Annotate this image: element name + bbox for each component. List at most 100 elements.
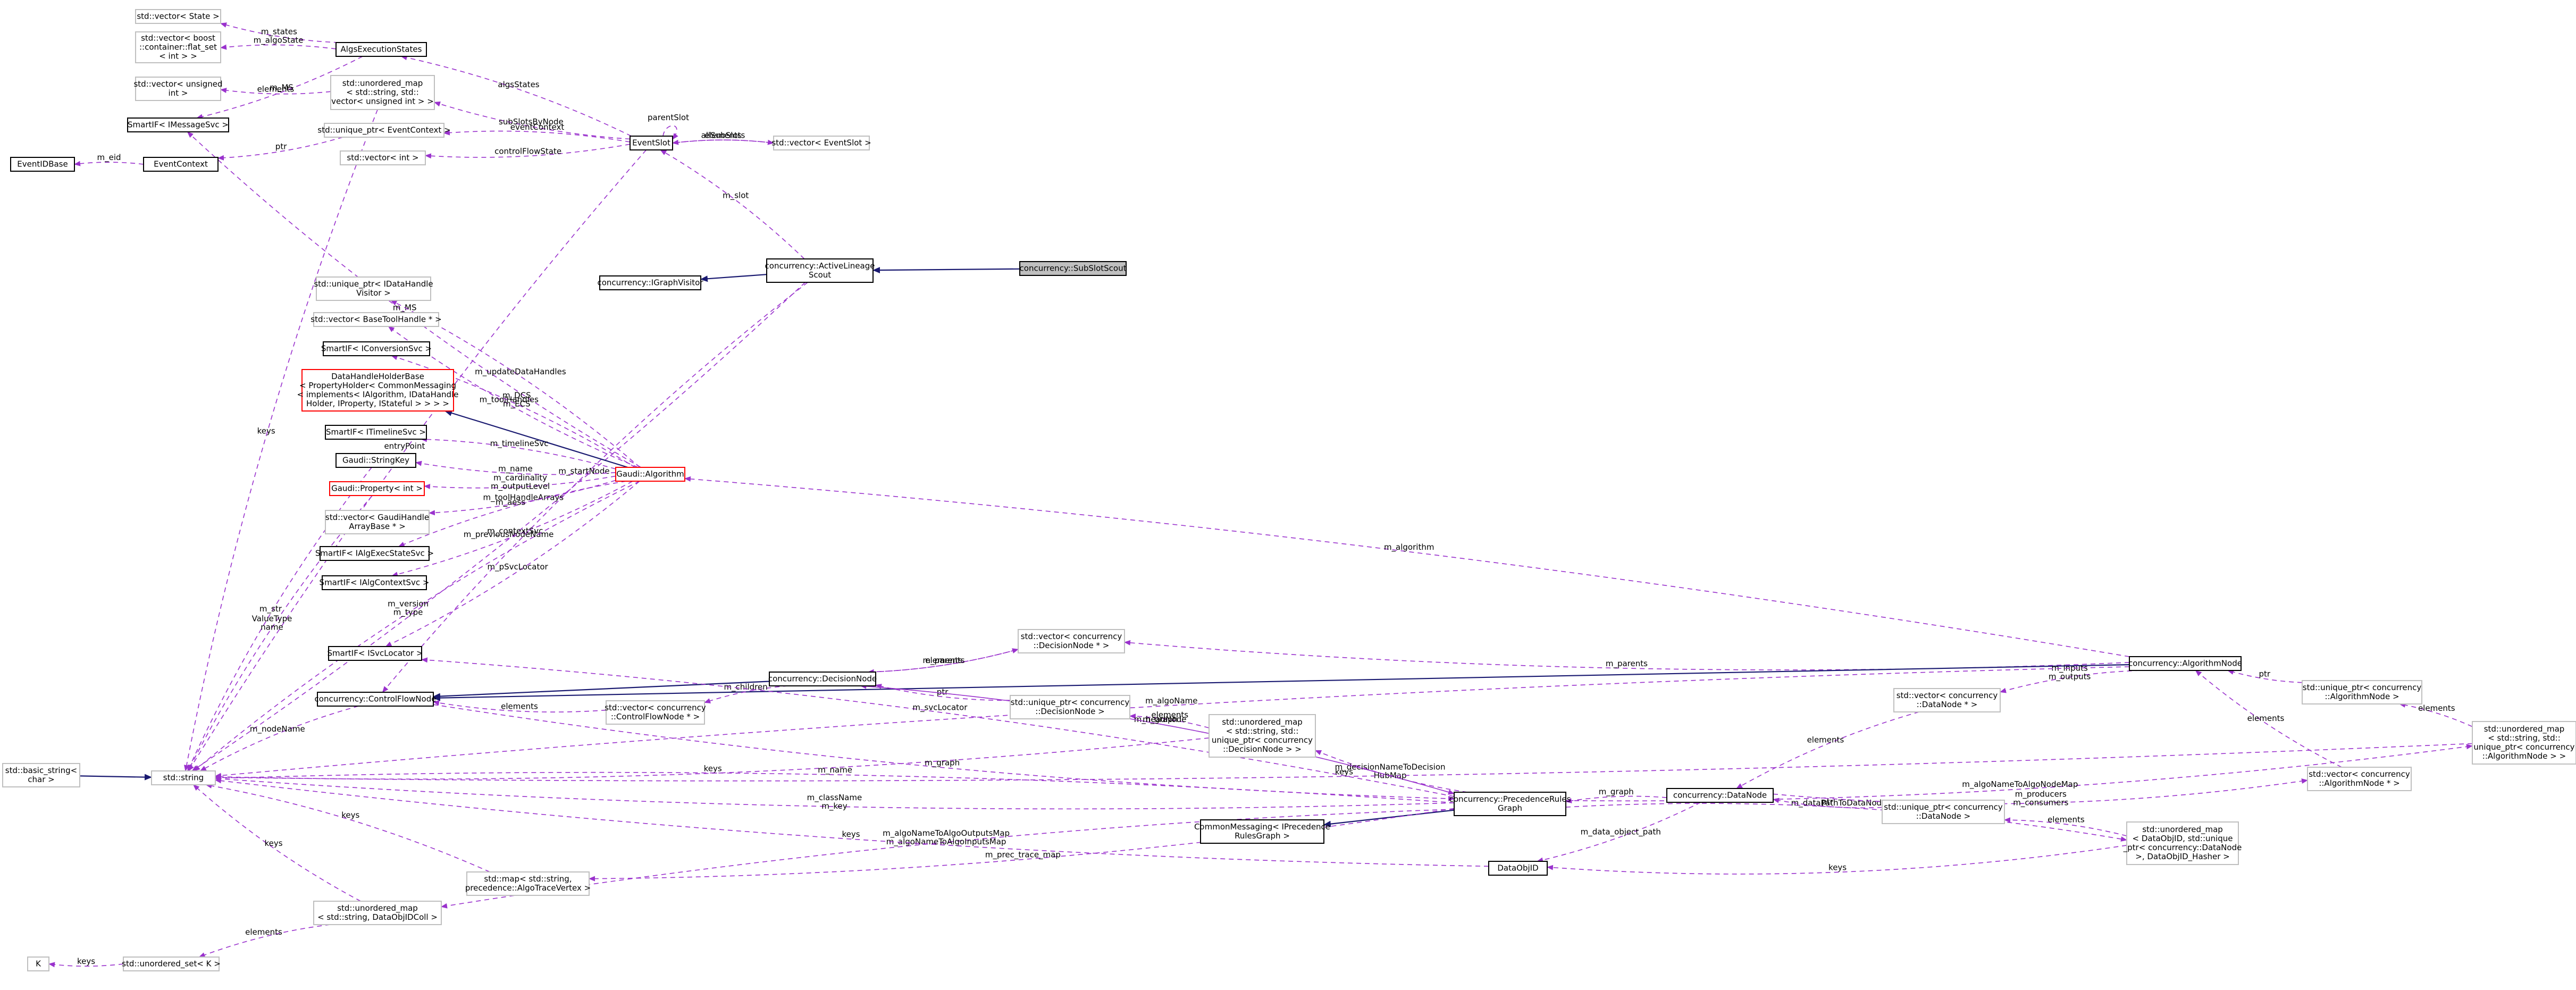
nodes-layer: std::vector< State >std::vector< boost::… — [2, 9, 2576, 971]
edge-gaudi-alg-to-vec-gdha: m_toolHandleArrays — [429, 480, 616, 516]
node-box — [313, 901, 442, 925]
edge-gaudi-alg-to-sp-svcloc: m_pSvcLocator — [385, 481, 640, 647]
edge-ale-scout-to-igraphvisitor — [700, 274, 767, 282]
usage-arrow — [2000, 670, 2141, 693]
class-node-subslot-scout[interactable]: concurrency::SubSlotScout — [1019, 261, 1127, 276]
class-node-stdstring[interactable]: std::string — [151, 770, 216, 785]
class-node-umap-dataobj[interactable]: std::unordered_map< std::string, DataObj… — [313, 901, 442, 925]
class-node-stringkey[interactable]: Gaudi::StringKey — [335, 453, 416, 468]
node-label-line: EventContext — [154, 160, 208, 169]
usage-arrow — [48, 962, 124, 968]
class-node-cfnode[interactable]: concurrency::ControlFlowNode — [315, 692, 437, 707]
class-node-sp-conv[interactable]: SmartIF< IConversionSvc > — [321, 341, 432, 356]
class-node-uptr-decn[interactable]: std::unique_ptr< concurrency::DecisionNo… — [1010, 695, 1130, 719]
edge-label: ptr — [1822, 797, 1833, 807]
class-node-umap-slots[interactable]: std::unordered_map< std::string, std::ve… — [330, 75, 435, 110]
node-label-line: Gaudi::Property< int > — [331, 484, 423, 493]
class-node-vec-tool[interactable]: std::vector< BaseToolHandle * > — [311, 312, 442, 327]
class-node-uset-k[interactable]: std::unordered_set< K > — [122, 957, 221, 971]
edge-label: elements — [257, 85, 295, 94]
class-node-umap-datan[interactable]: std::unordered_map< DataObjID, std::uniq… — [2123, 821, 2242, 865]
node-label-line: SmartIF< IAlgContextSvc > — [320, 578, 430, 588]
node-box — [330, 75, 435, 110]
class-node-vec-cfn[interactable]: std::vector< concurrency::ControlFlowNod… — [605, 700, 706, 725]
edge-label: m_algorithm — [1384, 542, 1434, 552]
class-node-map-trace[interactable]: std::map< std::string,precedence::AlgoTr… — [465, 871, 591, 896]
class-node-evctx[interactable]: EventContext — [143, 157, 219, 172]
class-node-algexec[interactable]: AlgsExecutionStates — [335, 42, 427, 57]
class-node-sp-timeline[interactable]: SmartIF< ITimelineSvc > — [325, 425, 427, 440]
edge-label: m_prec_trace_map — [985, 850, 1061, 860]
edge-label: keys — [341, 810, 359, 820]
class-node-gaudi-alg[interactable]: Gaudi::Algorithm — [615, 467, 685, 482]
usage-arrow — [215, 743, 2473, 782]
node-box — [325, 510, 430, 534]
class-node-dhholder[interactable]: DataHandleHolderBase< PropertyHolder< Co… — [297, 369, 459, 412]
node-label-line: _ptr< concurrency::DataNode — [2123, 843, 2242, 853]
usage-arrow — [684, 476, 2130, 657]
usage-arrow — [196, 56, 363, 120]
edge-vec-cfn-to-cfnode: elements — [433, 700, 607, 712]
class-node-uptr-ctx[interactable]: std::unique_ptr< EventContext > — [317, 123, 451, 138]
class-node-umap-decn[interactable]: std::unordered_map< std::string, std::un… — [1209, 714, 1316, 758]
edge-umap-algn-to-uptr-algn: elements — [2399, 702, 2473, 727]
class-node-vec-evslot[interactable]: std::vector< EventSlot > — [771, 136, 871, 150]
class-node-sp-svcloc[interactable]: SmartIF< ISvcLocator > — [327, 646, 423, 661]
class-node-uptr-datan[interactable]: std::unique_ptr< concurrency::DataNode > — [1882, 800, 2005, 824]
usage-arrow — [1773, 798, 1883, 809]
usage-arrow — [662, 125, 678, 140]
node-label-line: concurrency::ActiveLineage — [765, 261, 875, 271]
class-node-uptr-algn[interactable]: std::unique_ptr< concurrency::AlgorithmN… — [2302, 680, 2422, 704]
edge-label: m_algoNameToAlgoOutputsMap — [883, 828, 1010, 838]
class-node-algnode[interactable]: concurrency::AlgorithmNode — [2128, 656, 2242, 671]
edge-umap-datan-to-uptr-datan: elements — [2004, 815, 2127, 836]
class-node-decnode[interactable]: concurrency::DecisionNode — [768, 672, 877, 686]
edge-decnode-to-vec-cfn: m_children — [704, 682, 788, 703]
class-node-vec-intp[interactable]: std::vector< int > — [340, 150, 426, 165]
inheritance-arrow — [872, 267, 1020, 274]
class-node-vec-decn[interactable]: std::vector< concurrency::DecisionNode *… — [1018, 629, 1125, 653]
class-node-basic-string[interactable]: std::basic_string<char > — [2, 763, 80, 787]
node-label-line: std::vector< unsigned — [133, 79, 222, 89]
class-node-sp-algexec[interactable]: SmartIF< IAlgExecStateSvc > — [315, 546, 434, 561]
node-label-line: SmartIF< ITimelineSvc > — [326, 427, 426, 437]
class-node-dataobjid[interactable]: DataObjID — [1488, 861, 1548, 876]
edge-evslot-to-stdstring: entryPoint — [188, 149, 647, 771]
class-node-datanode[interactable]: concurrency::DataNode — [1666, 788, 1774, 803]
node-box — [10, 157, 75, 172]
class-node-evslot[interactable]: EventSlot — [630, 136, 673, 150]
edge-label: m_svcLocator — [912, 703, 968, 713]
class-node-eidbase[interactable]: EventIDBase — [10, 157, 75, 172]
node-box — [316, 276, 431, 301]
class-node-prop-int[interactable]: Gaudi::Property< int > — [329, 481, 425, 496]
class-node-vec-datan[interactable]: std::vector< concurrency::DataNode * > — [1893, 688, 2001, 712]
class-node-igraphvisitor[interactable]: concurrency::IGraphVisitor — [597, 275, 703, 290]
usage-arrow — [217, 137, 343, 161]
node-label-line: < implements< IAlgorithm, IDataHandle — [297, 390, 459, 399]
edge-evslot-to-vec-intp: controlFlowState — [425, 144, 631, 159]
class-node-key-k[interactable]: K — [27, 957, 49, 971]
edge-label: elements — [245, 927, 282, 937]
edge-uptr-algn-to-algnode: ptr — [2227, 669, 2303, 683]
node-box — [599, 275, 701, 290]
usage-arrow — [433, 700, 607, 712]
node-label-line: ::AlgorithmNode > > — [2482, 751, 2566, 761]
usage-arrow — [2399, 702, 2473, 727]
node-label-line: ::DecisionNode > — [1035, 707, 1104, 716]
edge-label: m_startNode — [558, 466, 609, 476]
class-node-sp-msg[interactable]: SmartIF< IMessageSvc > — [127, 118, 229, 132]
class-node-umap-algn[interactable]: std::unordered_map< std::string, std::un… — [2472, 721, 2576, 765]
class-node-vec-state[interactable]: std::vector< State > — [135, 9, 221, 24]
class-node-bitset[interactable]: std::vector< boost::container::flat_set<… — [135, 31, 221, 63]
class-node-vec-algn[interactable]: std::vector< concurrency::AlgorithmNode … — [2307, 767, 2412, 791]
node-label-line: ::DecisionNode > > — [1223, 744, 1302, 754]
edge-uptr-decn-to-decnode: ptr — [875, 684, 1011, 701]
class-node-sp-algctx[interactable]: SmartIF< IAlgContextSvc > — [320, 575, 430, 590]
